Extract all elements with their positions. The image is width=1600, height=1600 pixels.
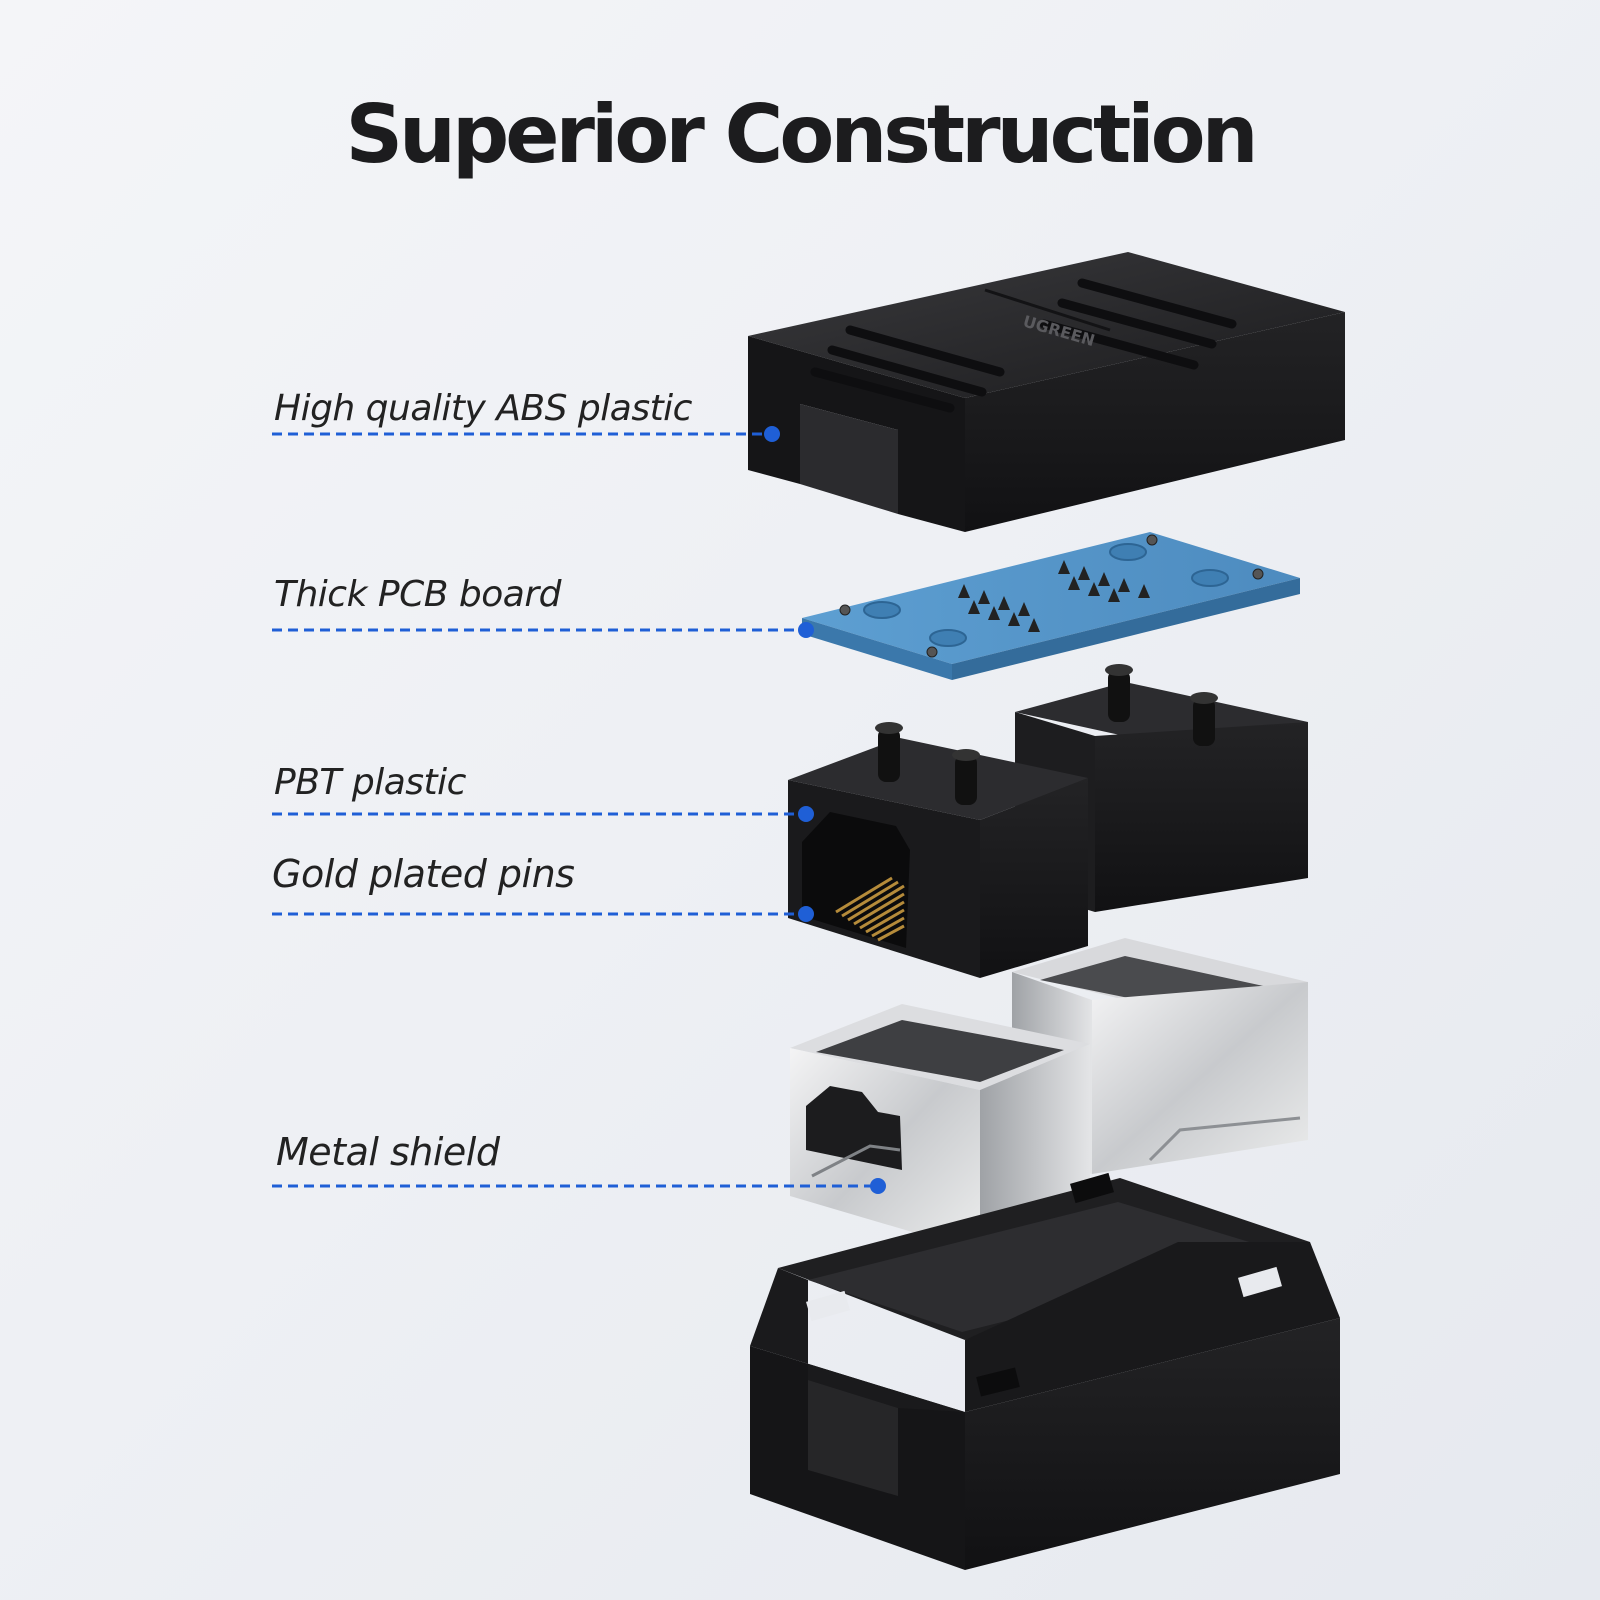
pcb-pins xyxy=(958,560,1150,632)
rj45-jack-front xyxy=(788,722,1088,978)
locating-posts xyxy=(1105,664,1218,746)
grip-ridges xyxy=(810,278,1237,413)
callout-label-shield: Metal shield xyxy=(276,1130,500,1174)
callout-dots xyxy=(764,426,886,1194)
metal-shield-back xyxy=(1012,938,1308,1174)
bottom-housing xyxy=(750,1172,1340,1570)
callout-label-abs: High quality ABS plastic xyxy=(274,388,692,429)
page-title: Superior Construction xyxy=(345,88,1258,181)
callout-label-pins: Gold plated pins xyxy=(272,852,575,896)
gold-pins xyxy=(835,876,905,942)
pcb-board xyxy=(802,532,1300,680)
top-cover: UGREEN xyxy=(748,252,1345,532)
callout-lines xyxy=(272,432,876,1188)
latch-slots xyxy=(806,1266,1282,1397)
callout-label-pbt: PBT plastic xyxy=(274,762,466,803)
callout-label-pcb: Thick PCB board xyxy=(274,574,561,615)
